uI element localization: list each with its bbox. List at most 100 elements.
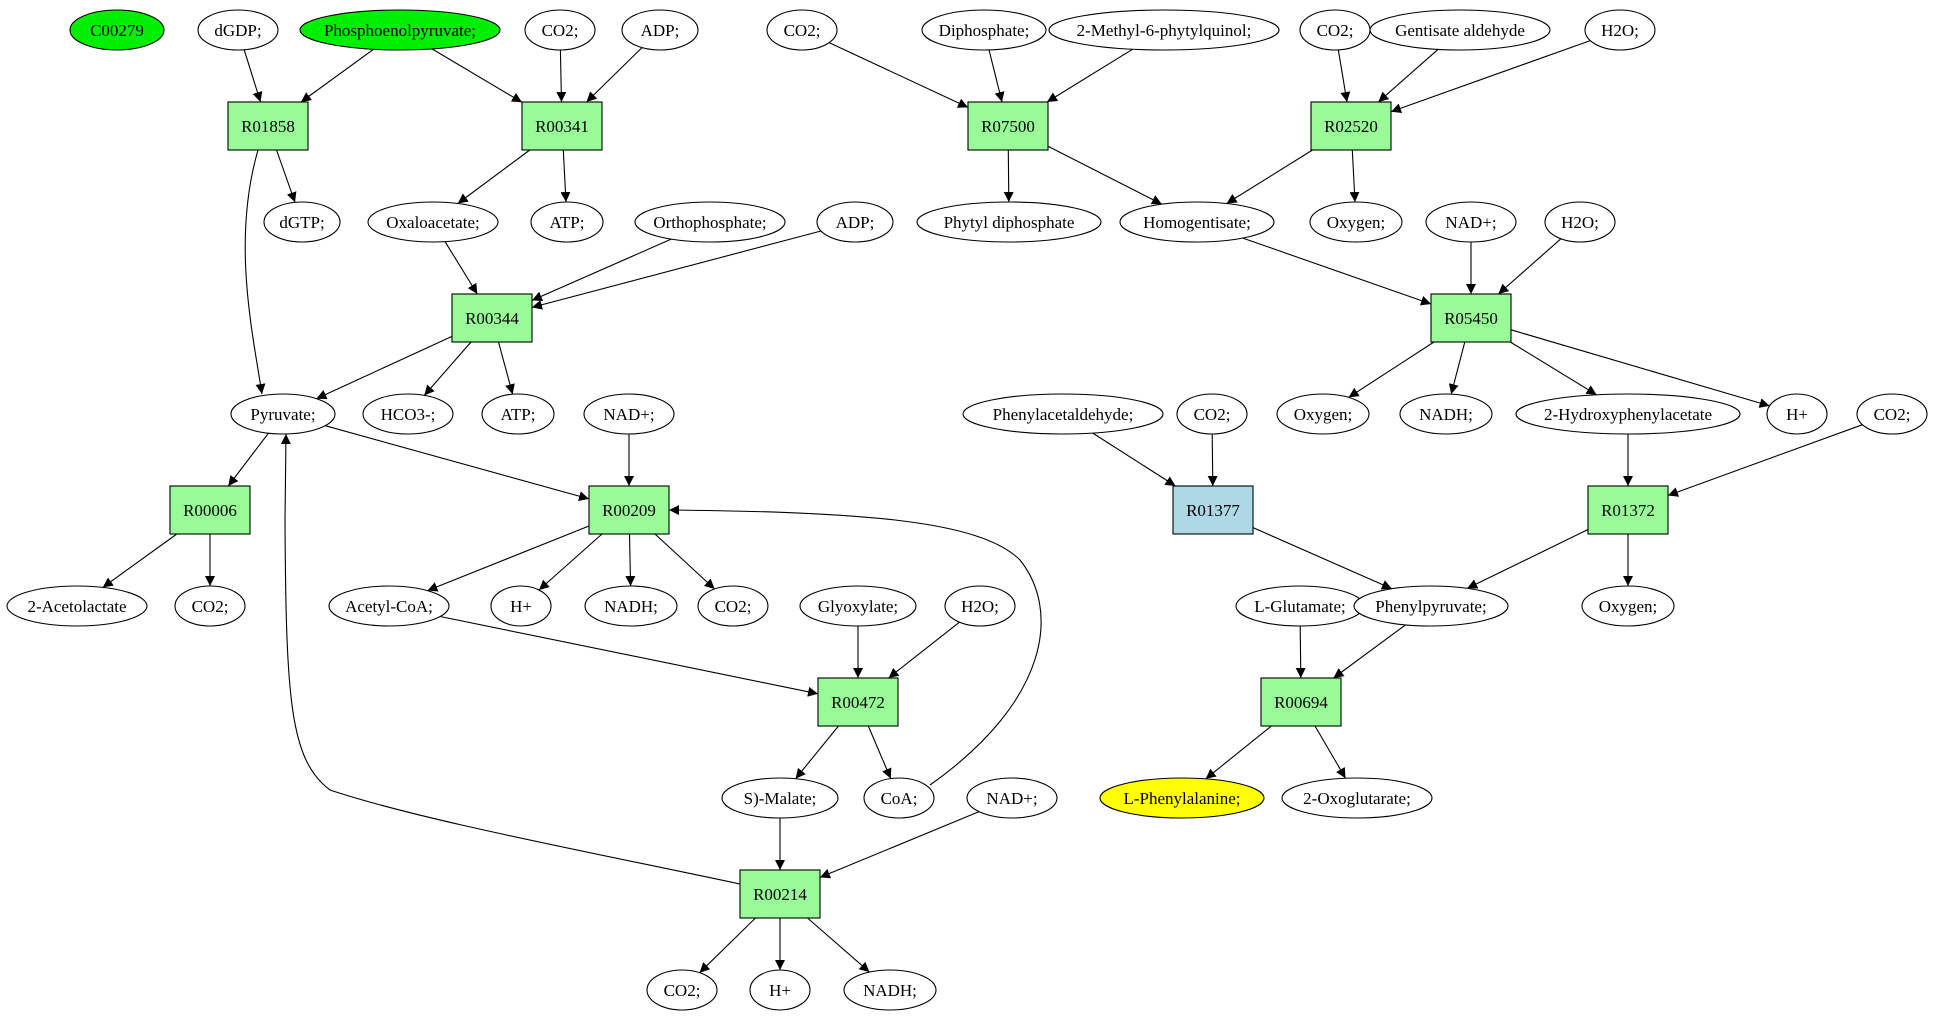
compound-ellipse xyxy=(843,969,937,1011)
edge-co2_f-to-r02520 xyxy=(1337,49,1351,103)
compound-ellipse xyxy=(799,585,917,627)
compound-ellipse xyxy=(174,585,246,627)
compound-ellipse xyxy=(362,393,454,435)
node-r00694: R00694 xyxy=(1260,677,1342,727)
node-co2_a: CO2; xyxy=(524,9,596,51)
reaction-box xyxy=(817,677,899,727)
node-label: H2O; xyxy=(961,597,999,616)
edge-r00214-to-co2_d xyxy=(699,917,756,974)
node-oxaloacetate: Oxaloacetate; xyxy=(367,201,499,243)
edge-r00214-to-pyruvate xyxy=(280,433,741,885)
edge-r01858-to-dgtp xyxy=(275,149,297,203)
node-pep: Phosphoenolpyruvate; xyxy=(299,9,501,51)
compound-ellipse xyxy=(583,393,675,435)
node-label: CO2; xyxy=(784,21,821,40)
node-label: R00006 xyxy=(183,501,237,520)
edge-r00209-to-co2_c xyxy=(654,533,715,590)
compound-ellipse xyxy=(524,9,596,51)
edge-acetylcoa-to-r00472 xyxy=(439,615,819,697)
edge-r00209-to-acetylcoa xyxy=(427,525,590,592)
compound-ellipse xyxy=(646,969,718,1011)
node-oxygen_c: Oxygen; xyxy=(1581,585,1675,627)
compound-ellipse xyxy=(916,201,1102,243)
compound-ellipse xyxy=(766,9,838,51)
edge-r00344-to-hco3 xyxy=(423,341,472,396)
node-label: H+ xyxy=(769,981,791,1000)
node-label: CO2; xyxy=(664,981,701,1000)
node-atp_b: ATP; xyxy=(481,393,555,435)
compound-ellipse xyxy=(1276,393,1370,435)
node-r01377: R01377 xyxy=(1172,485,1254,535)
edge-r00214-to-nadh_b xyxy=(807,917,870,973)
compound-ellipse xyxy=(1544,201,1616,243)
node-label: R00209 xyxy=(602,501,656,520)
compound-ellipse xyxy=(1369,9,1551,51)
node-h2o_b: H2O; xyxy=(1584,9,1656,51)
node-label: CO2; xyxy=(542,21,579,40)
node-label: CoA; xyxy=(881,789,918,808)
node-adp_a: ADP; xyxy=(621,9,699,51)
compound-ellipse xyxy=(1281,777,1433,819)
node-label: R01372 xyxy=(1601,501,1655,520)
compound-ellipse xyxy=(1515,393,1741,435)
node-co2_e: CO2; xyxy=(766,9,838,51)
node-phenylpyruvate: Phenylpyruvate; xyxy=(1353,585,1509,627)
edge-co2_a-to-r00341 xyxy=(556,49,567,103)
node-label: Phosphoenolpyruvate; xyxy=(324,21,476,40)
compound-ellipse xyxy=(634,201,786,243)
edge-coa-to-r00209 xyxy=(668,505,1042,786)
node-nadh_a: NADH; xyxy=(584,585,678,627)
compound-ellipse xyxy=(621,9,699,51)
reaction-box xyxy=(451,293,533,343)
node-label: CO2; xyxy=(192,597,229,616)
edge-methylphytyl-to-r07500 xyxy=(1046,48,1133,103)
reaction-box xyxy=(1172,485,1254,535)
edge-r00341-to-atp_a xyxy=(560,149,571,203)
node-label: ADP; xyxy=(836,213,875,232)
compound-ellipse xyxy=(69,9,165,51)
reaction-box xyxy=(1587,485,1669,535)
edge-r00209-to-nadh_a xyxy=(625,533,636,587)
node-label: NAD+; xyxy=(986,789,1037,808)
compound-ellipse xyxy=(1856,393,1928,435)
node-co2_g: CO2; xyxy=(1176,393,1248,435)
edge-r00344-to-pyruvate xyxy=(316,335,453,400)
edge-r00344-to-atp_b xyxy=(497,341,515,395)
compound-ellipse xyxy=(197,9,279,51)
compound-ellipse xyxy=(299,9,501,51)
edge-r00694-to-oxoglutarate xyxy=(1314,725,1346,779)
node-gentisate: Gentisate aldehyde xyxy=(1369,9,1551,51)
node-h_b: H+ xyxy=(749,969,811,1011)
node-h2o_a: H2O; xyxy=(944,585,1016,627)
node-label: L-Phenylalanine; xyxy=(1123,789,1240,808)
edge-h2o_b-to-r02520 xyxy=(1390,40,1591,114)
edge-nad_b-to-r00214 xyxy=(819,811,980,879)
compound-ellipse xyxy=(749,969,811,1011)
edge-homogentisate-to-r05450 xyxy=(1242,237,1432,306)
compound-ellipse xyxy=(6,585,148,627)
node-label: Oxygen; xyxy=(1327,213,1386,232)
compound-ellipse xyxy=(481,393,555,435)
node-co2_d: CO2; xyxy=(646,969,718,1011)
edge-lglutamate-to-r00694 xyxy=(1295,625,1306,679)
reaction-box xyxy=(521,101,603,151)
compound-ellipse xyxy=(816,201,894,243)
node-label: Homogentisate; xyxy=(1143,213,1251,232)
node-oxoglutarate: 2-Oxoglutarate; xyxy=(1281,777,1433,819)
node-r02520: R02520 xyxy=(1310,101,1392,151)
compound-ellipse xyxy=(863,777,935,819)
node-label: ATP; xyxy=(501,405,536,424)
node-label: C00279 xyxy=(90,21,144,40)
compound-ellipse xyxy=(1581,585,1675,627)
edge-r00006-to-acetolactate xyxy=(102,533,178,588)
node-label: Acetyl-CoA; xyxy=(345,597,433,616)
node-r07500: R07500 xyxy=(967,101,1049,151)
node-label: Oxygen; xyxy=(1294,405,1353,424)
edge-r00341-to-oxaloacetate xyxy=(457,149,531,204)
reaction-box xyxy=(1260,677,1342,727)
edge-r05450-to-hydroxyphenylacetate xyxy=(1510,341,1597,396)
compound-ellipse xyxy=(1399,393,1493,435)
edge-co2_e-to-r07500 xyxy=(828,42,969,108)
